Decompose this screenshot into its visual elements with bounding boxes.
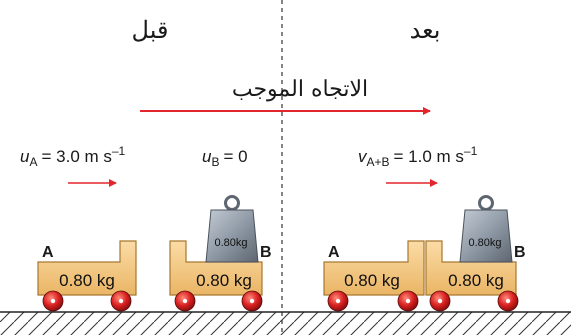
wheel-icon [110,290,132,312]
wheel-icon [429,290,451,312]
velocity-uA: uA= 3.0 m s–1 [20,144,126,169]
cart-B-before: 0.80kg 0.80 kg B [169,195,272,312]
velocity-vAB: vA+B= 1.0 m s–1 [358,144,478,169]
velocity-uB: uB= 0 [202,147,248,169]
weight-icon: 0.80kg [459,195,513,263]
direction-label: الاتجاه الموجب [232,77,368,102]
heading-after: بعد [410,16,441,44]
cart-A-before: 0.80 kg A [37,240,137,312]
wheel-icon [497,290,519,312]
cart-A-before-letter: A [42,244,54,261]
weight-icon: 0.80kg [205,195,259,263]
cart-B-after: 0.80kg 0.80 kg B [425,195,526,312]
wheel-icon [397,290,419,312]
wheel-icon [241,290,263,312]
cart-B-before-letter: B [260,244,272,261]
ground [0,311,571,335]
cart-A-after-mass: 0.80 kg [344,271,400,290]
cart-A-after-letter: A [328,244,340,261]
wheel-icon [327,290,349,312]
weight-B-after-label: 0.80kg [468,237,501,249]
cart-B-after-mass: 0.80 kg [448,271,504,290]
heading-before: قبل [132,16,169,44]
wheel-icon [42,290,64,312]
wheel-icon [174,290,196,312]
cart-B-before-mass: 0.80 kg [196,271,252,290]
cart-B-after-letter: B [514,244,526,261]
cart-A-after: 0.80 kg A [323,240,425,312]
weight-B-before-label: 0.80kg [214,237,247,249]
cart-A-before-mass: 0.80 kg [59,271,115,290]
